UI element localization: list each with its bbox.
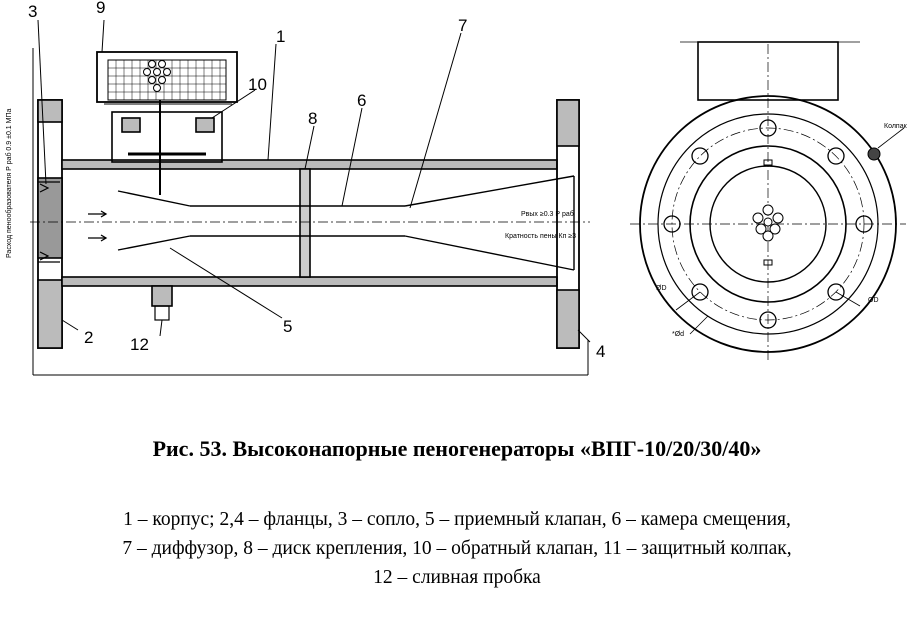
label-1: 1: [276, 27, 285, 46]
label-6: 6: [357, 91, 366, 110]
note-expansion-ratio: Кратность пены Кп ≥3: [505, 233, 576, 240]
note-output-pressure: Рвых ≥0.3 Р раб: [521, 210, 574, 218]
figure-legend: 1 – корпус; 2,4 – фланцы, 3 – сопло, 5 –…: [0, 505, 914, 592]
nozzle: [38, 181, 60, 263]
mixing-chamber: [117, 175, 575, 271]
label-4: 4: [596, 342, 605, 361]
label-10: 10: [248, 75, 267, 94]
note-side-vertical: Расход пенообразователя Р раб 0.9 ±0.1 М…: [5, 109, 13, 258]
note-end-d2: ØD: [868, 297, 879, 304]
legend-line: 1 – корпус; 2,4 – фланцы, 3 – сопло, 5 –…: [123, 509, 791, 530]
label-2: 2: [84, 328, 93, 347]
drain-plug: [151, 285, 173, 321]
label-7: 7: [458, 16, 467, 35]
technical-drawing: 3 9 1 10 8 6 7 2 5 12 4 Рвых ≥0.3 Р раб …: [5, 0, 908, 376]
end-view: [630, 41, 906, 360]
label-12: 12: [130, 335, 149, 354]
mounting-disk: [299, 168, 311, 278]
label-9: 9: [96, 0, 105, 17]
label-8: 8: [308, 109, 317, 128]
label-3: 3: [28, 2, 37, 21]
right-flange: [556, 99, 580, 349]
left-flange: [37, 99, 63, 349]
legend-line: 12 – сливная пробка: [373, 567, 541, 588]
note-end-d3: *Ød: [672, 331, 684, 338]
check-valve: [96, 51, 238, 195]
legend-line: 7 – диффузор, 8 – диск крепления, 10 – о…: [122, 538, 792, 559]
note-end-cap: Колпак: [884, 123, 908, 130]
figure-caption: Рис. 53. Высоконапорные пеногенераторы «…: [152, 436, 762, 461]
label-5: 5: [283, 317, 292, 336]
note-end-d1: ØD: [656, 285, 667, 292]
